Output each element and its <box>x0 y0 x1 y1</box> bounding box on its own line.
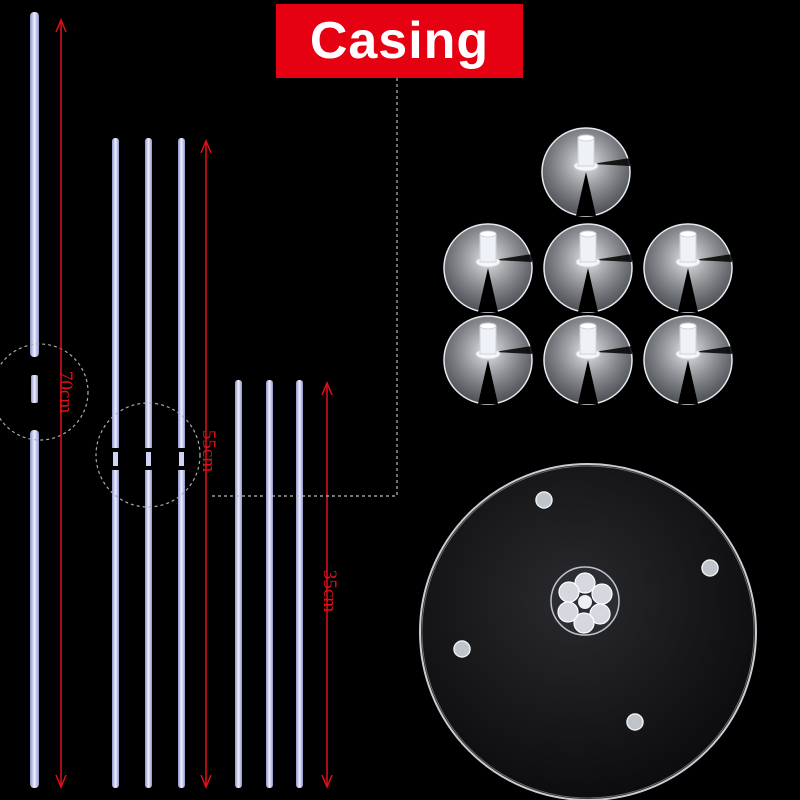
plate-peg <box>701 559 719 577</box>
balloon-cup <box>443 315 533 405</box>
base-plate <box>419 463 757 800</box>
plate-center-hub <box>550 566 620 636</box>
short-stick-measure-line <box>321 381 333 789</box>
balloon-cup <box>543 315 633 405</box>
banner-pointer-line <box>210 78 398 497</box>
short-sticks <box>235 380 303 788</box>
medium-stick-measure-line <box>200 139 212 789</box>
long-stick <box>30 12 39 788</box>
balloon-cup <box>443 223 533 313</box>
medium-sticks-joint-circle <box>95 402 201 508</box>
plate-peg <box>453 640 471 658</box>
plate-peg <box>535 491 553 509</box>
short-stick-length-label: 35cm <box>319 569 341 613</box>
casing-banner: Casing <box>276 4 523 78</box>
cups <box>443 127 733 405</box>
balloon-cup <box>541 127 631 217</box>
medium-sticks <box>111 138 186 788</box>
balloon-cup <box>643 315 733 405</box>
balloon-cup <box>543 223 633 313</box>
long-stick-length-label: 70cm <box>55 370 77 414</box>
long-stick-measure-line <box>55 18 67 789</box>
plate-peg <box>626 713 644 731</box>
balloon-cup <box>643 223 733 313</box>
medium-stick-length-label: 55cm <box>198 429 220 473</box>
long-stick-joint-circle <box>0 343 89 441</box>
